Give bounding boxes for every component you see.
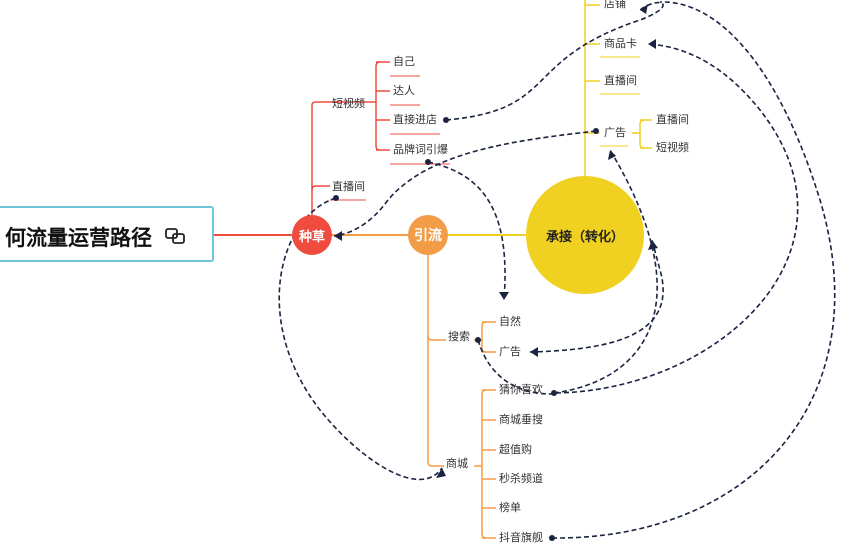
dash-flagship-to-shop [551, 1, 836, 539]
node-ziji[interactable]: 自己 [393, 55, 415, 68]
node-chaozhigou[interactable]: 超值购 [499, 443, 532, 456]
node-bangdan[interactable]: 榜单 [499, 501, 521, 514]
node-pinpaiciyinbao[interactable]: 品牌词引爆 [393, 143, 448, 156]
hub-zhongcao[interactable]: 种草 [292, 215, 332, 255]
node-cainixihuan[interactable]: 猜你喜欢 [499, 383, 543, 396]
chengjie-branch-lines [584, 0, 652, 176]
node-guanggao-zhibojian[interactable]: 直播间 [656, 113, 689, 126]
node-zhibojian[interactable]: 直播间 [332, 180, 365, 193]
node-chengjie-guanggao[interactable]: 广告 [604, 126, 626, 139]
node-duanshipin[interactable]: 短视频 [332, 97, 365, 110]
dash-guess-to-goodscard [555, 43, 799, 394]
dash-ad-to-zhongcao [333, 130, 597, 237]
link-icon[interactable] [164, 226, 186, 246]
node-shangpinka[interactable]: 商品卡 [604, 37, 637, 50]
node-ziran[interactable]: 自然 [499, 315, 521, 328]
hub-chengjie[interactable]: 承接（转化） [526, 176, 644, 294]
dash-zhibo-to-mall [278, 197, 443, 481]
dash-search-ad-to-chengjie [529, 239, 664, 353]
node-shangchengchuisou[interactable]: 商城垂搜 [499, 413, 543, 426]
node-zhijiejindian[interactable]: 直接进店 [393, 113, 437, 126]
node-dianpu[interactable]: 店铺 [604, 0, 626, 10]
yinliu-branch-lines [427, 255, 496, 539]
node-sousuo[interactable]: 搜索 [448, 330, 470, 343]
node-douyinqijian[interactable]: 抖音旗舰 [499, 531, 543, 544]
node-daren[interactable]: 达人 [393, 84, 415, 97]
connection-endpoints [333, 4, 658, 541]
node-shangcheng[interactable]: 商城 [446, 457, 468, 470]
dash-search-to-guess [477, 339, 553, 395]
dashed-connections [278, 1, 836, 539]
hub-yinliu[interactable]: 引流 [408, 215, 448, 255]
node-guanggao-duanshipin[interactable]: 短视频 [656, 141, 689, 154]
dash-shop-to-direct-store [445, 1, 664, 121]
zhongcao-branch-lines [311, 61, 450, 215]
node-chengjie-zhibojian[interactable]: 直播间 [604, 74, 637, 87]
root-title: 何流量运营路径 [5, 226, 152, 250]
node-sousuo-guanggao[interactable]: 广告 [499, 345, 521, 358]
node-miaoshapindao[interactable]: 秒杀频道 [499, 472, 543, 485]
dash-guess-to-ad [553, 149, 658, 394]
root-node[interactable]: 何流量运营路径 [0, 206, 214, 262]
